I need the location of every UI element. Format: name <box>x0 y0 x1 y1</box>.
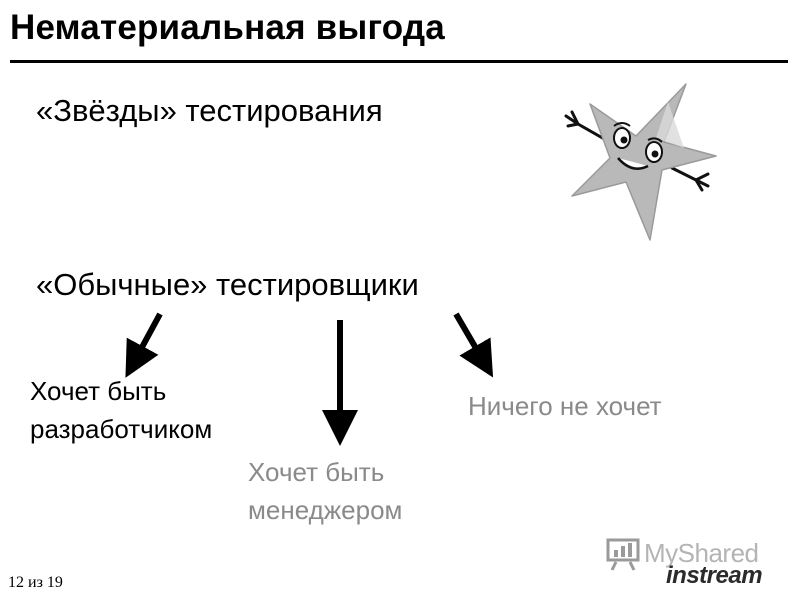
option-nothing: Ничего не хочет <box>468 387 662 425</box>
star-arm-right <box>670 166 710 192</box>
title-underline <box>10 60 788 63</box>
arrow-to-nothing <box>453 312 494 378</box>
slide-title: Нематериальная выгода <box>10 8 445 47</box>
presentation-board-icon <box>606 538 640 571</box>
page-number: 12 из 19 <box>8 574 63 591</box>
watermark-logo: MyShared instream <box>606 536 790 596</box>
option-nothing-line1: Ничего не хочет <box>468 391 662 421</box>
star-highlight <box>656 102 684 148</box>
option-developer-line2: разработчиком <box>30 414 213 444</box>
stars-heading: «Звёзды» тестирования <box>36 93 383 128</box>
option-manager-line1: Хочет быть <box>248 457 385 487</box>
option-developer-line1: Хочет быть <box>30 376 167 406</box>
option-manager: Хочет быть менеджером <box>248 453 402 529</box>
normal-testers-heading: «Обычные» тестировщики <box>36 267 419 302</box>
option-developer: Хочет быть разработчиком <box>30 372 212 448</box>
cartoon-star-icon <box>564 83 717 241</box>
star-body <box>571 83 717 241</box>
star-face <box>613 122 663 170</box>
arrow-to-developer <box>125 312 163 378</box>
watermark-top-text: MyShared <box>644 538 759 568</box>
star-arm-left <box>564 110 608 142</box>
watermark-bottom-text: instream <box>666 562 763 589</box>
option-manager-line2: менеджером <box>248 495 403 525</box>
